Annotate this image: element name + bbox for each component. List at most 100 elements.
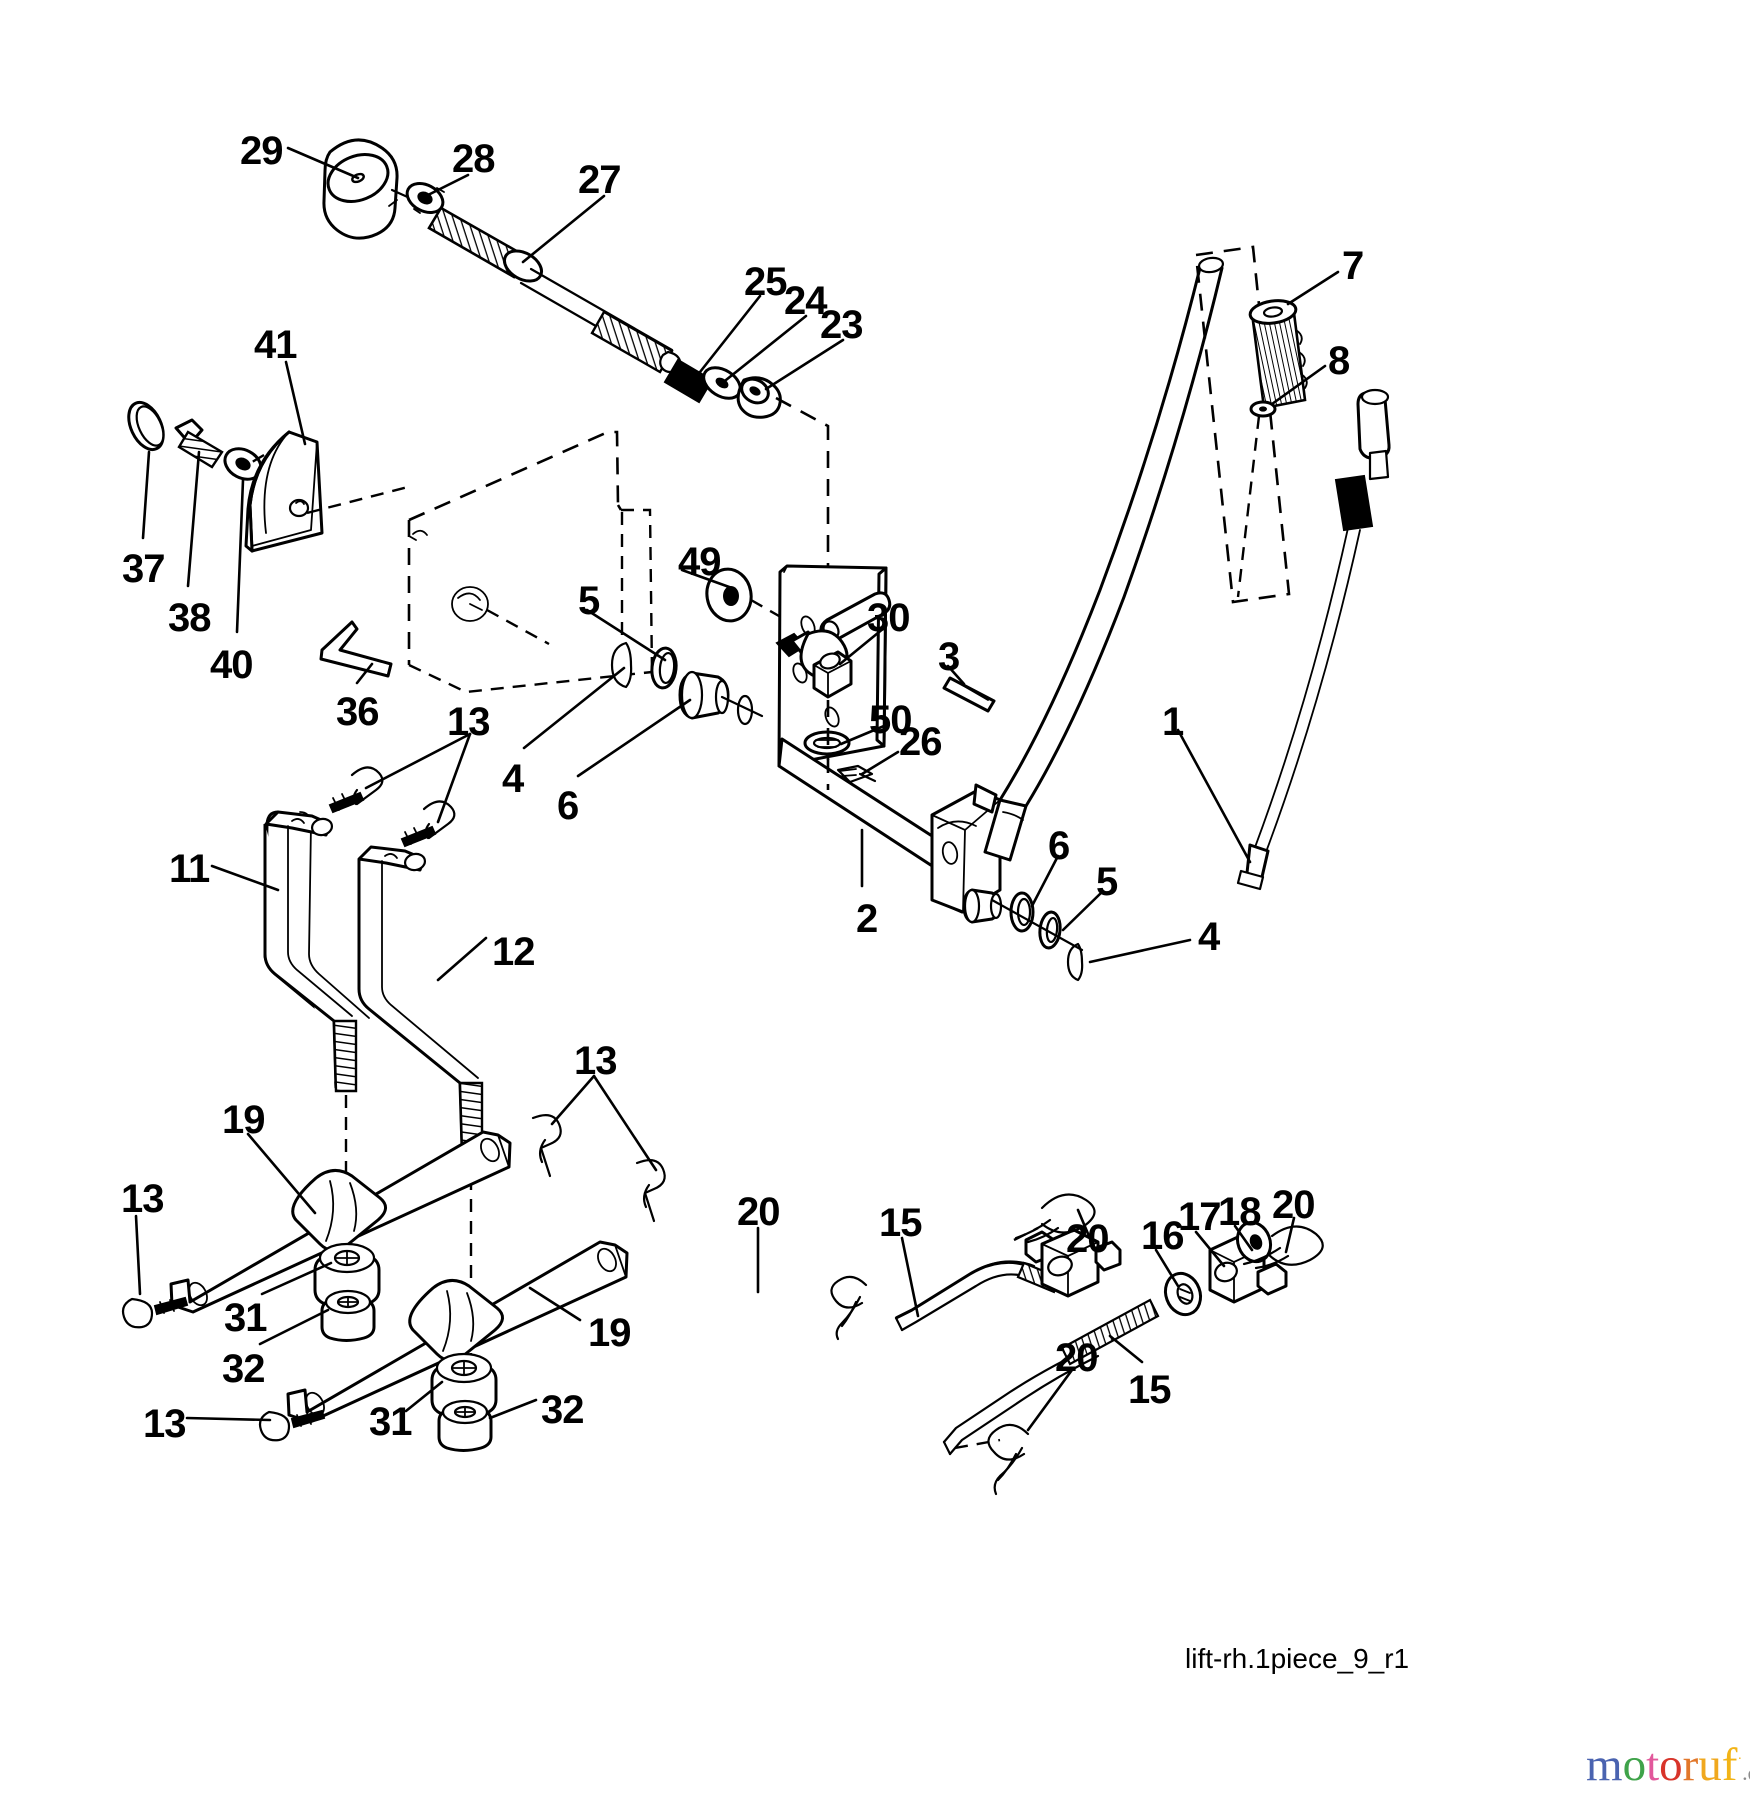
part-13-hairpin-clip	[400, 800, 456, 848]
callout-36: 36	[336, 690, 379, 734]
callout-4: 4	[1198, 915, 1220, 959]
adjuster-rod-upper	[830, 1193, 1122, 1341]
part-38-screw	[174, 418, 224, 469]
callout-27: 27	[578, 158, 621, 202]
callout-24: 24	[784, 279, 827, 323]
part-20-cotter-clip	[954, 1423, 1030, 1496]
callout-20: 20	[1055, 1336, 1098, 1380]
callout-15: 15	[1128, 1368, 1171, 1412]
callout-4: 4	[502, 757, 524, 801]
part-19-lift-arm	[286, 1240, 629, 1452]
part-20-cotter-clip	[1013, 1193, 1096, 1244]
part-29-knob	[322, 138, 399, 240]
callout-37: 37	[122, 547, 165, 591]
part-4-retaining-ring	[610, 641, 633, 689]
callout-20: 20	[737, 1190, 780, 1234]
callout-30: 30	[867, 596, 910, 640]
callout-1: 1	[1162, 700, 1184, 744]
callout-12: 12	[492, 930, 535, 974]
watermark-letter: u	[1698, 1739, 1722, 1791]
diagram-caption: lift-rh.1piece_9_r1	[1185, 1643, 1410, 1674]
callout-40: 40	[210, 643, 253, 687]
part-36-bracket-tab	[319, 620, 393, 685]
part-23-lock-nut	[736, 376, 782, 419]
part-13-hairpin-clip	[328, 766, 384, 814]
watermark-dot: ·	[1737, 1752, 1743, 1768]
callout-13: 13	[447, 700, 490, 744]
callout-31: 31	[224, 1296, 267, 1340]
callout-19: 19	[222, 1098, 265, 1142]
watermark-letter: r	[1682, 1739, 1699, 1791]
lift-arms	[169, 1130, 629, 1452]
part-13-hairpin-clip	[258, 1409, 326, 1442]
callout-26: 26	[899, 720, 942, 764]
leader-lines	[134, 146, 1340, 1432]
callout-6: 6	[1048, 824, 1070, 868]
part-6-bushing	[678, 670, 730, 720]
phantom-panel	[407, 430, 654, 694]
callout-18: 18	[1218, 1190, 1261, 1234]
lift-lever	[983, 256, 1225, 862]
hairpin-clips-upper	[328, 766, 456, 848]
part-49-washer-large	[705, 567, 801, 630]
callout-23: 23	[820, 303, 863, 347]
hairpin-clips-middle	[531, 1113, 666, 1223]
callout-28: 28	[452, 137, 495, 181]
watermark-letter: m	[1586, 1739, 1623, 1791]
part-27-adjusting-screw	[427, 206, 682, 374]
callout-20: 20	[1066, 1217, 1109, 1261]
part-40-washer	[223, 447, 263, 481]
part-18-washer	[1235, 1220, 1273, 1264]
callout-31: 31	[369, 1400, 412, 1444]
callout-11: 11	[169, 847, 210, 891]
part-8-cap	[1249, 400, 1277, 418]
part-3-roll-pin	[942, 676, 996, 713]
adjuster-rod-lower	[942, 1220, 1324, 1496]
callout-7: 7	[1342, 244, 1364, 288]
watermark-letter: t	[1646, 1739, 1660, 1791]
left-bushing-stack	[610, 641, 764, 726]
callout-8: 8	[1328, 339, 1350, 383]
part-41-lever-guide	[244, 430, 324, 553]
part-20-cotter-clip	[830, 1275, 868, 1341]
part-17-trunnion-block	[1024, 1228, 1122, 1298]
callout-17: 17	[1178, 1195, 1221, 1239]
part-11-lift-link-left	[263, 810, 370, 1230]
part-7-handle-grip	[1248, 299, 1308, 410]
right-bushing-stack	[962, 888, 1084, 982]
part-13-hairpin-clip	[121, 1296, 189, 1329]
watermark-letter: o	[1659, 1739, 1683, 1791]
callout-5: 5	[578, 579, 600, 623]
callout-32: 32	[222, 1347, 265, 1391]
part-32-lock-nut	[320, 1289, 376, 1342]
part-25-spring-sleeve	[663, 358, 714, 404]
part-32-lock-nut	[437, 1399, 493, 1452]
left-guide-assembly	[127, 400, 413, 553]
callout-15: 15	[879, 1201, 922, 1245]
callout-13: 13	[121, 1177, 164, 1221]
callout-6: 6	[557, 784, 579, 828]
part-20-cotter-clip	[1242, 1225, 1324, 1270]
lift-links	[263, 810, 484, 1392]
part-1-control-cable	[1236, 388, 1391, 891]
callout-13: 13	[143, 1402, 186, 1446]
part-37-cap-plug	[127, 400, 165, 452]
callout-3: 3	[938, 635, 960, 679]
part-12-lift-link-right	[357, 845, 484, 1392]
callout-50: 50	[869, 698, 912, 742]
callout-25: 25	[744, 260, 787, 304]
watermark-letter: f	[1721, 1739, 1738, 1791]
part-19-lift-arm	[169, 1130, 512, 1342]
part-13-hairpin-clip	[531, 1113, 562, 1178]
callout-5: 5	[1096, 860, 1118, 904]
hairpin-clips-arm-ends	[121, 1296, 326, 1442]
handle-phantom-box	[1194, 245, 1291, 604]
callout-2: 2	[856, 897, 878, 941]
watermark-letter: o	[1622, 1739, 1647, 1791]
callout-38: 38	[168, 596, 211, 640]
callout-13: 13	[574, 1039, 617, 1083]
callout-20: 20	[1272, 1183, 1315, 1227]
callout-29: 29	[240, 129, 283, 173]
callout-16: 16	[1141, 1214, 1184, 1258]
